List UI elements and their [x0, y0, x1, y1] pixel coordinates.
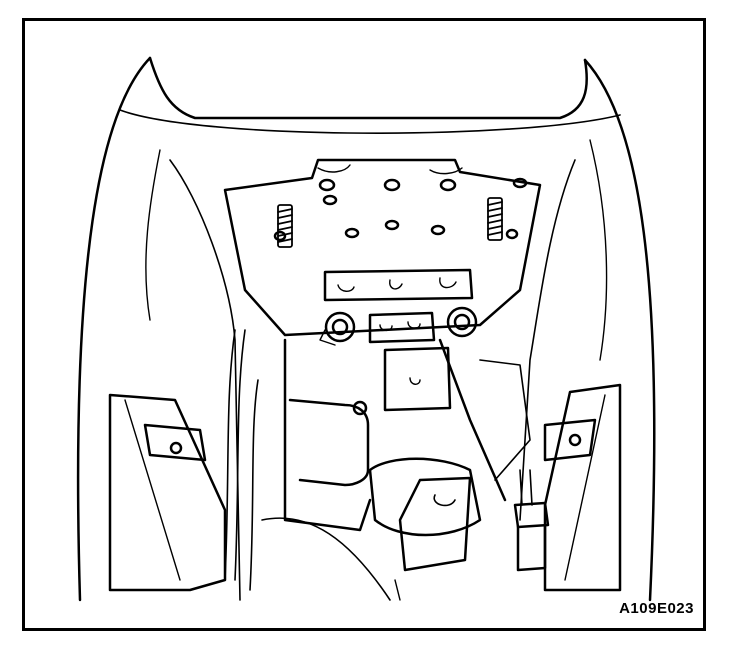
left-wiring-harness	[224, 329, 391, 601]
slot-bracket	[323, 268, 474, 302]
shift-lever-base	[368, 457, 482, 601]
right-stud	[487, 197, 503, 241]
left-stud	[277, 204, 293, 248]
center-clip	[368, 311, 436, 344]
console-outer-shroud	[76, 56, 656, 602]
left-side-panel	[108, 159, 241, 601]
right-connector	[513, 469, 550, 572]
upper-mounting-plate	[223, 158, 542, 337]
floor-tunnel	[283, 338, 531, 532]
figure-code: A109E023	[619, 600, 694, 617]
right-nut	[446, 306, 478, 338]
left-nut	[319, 311, 356, 346]
